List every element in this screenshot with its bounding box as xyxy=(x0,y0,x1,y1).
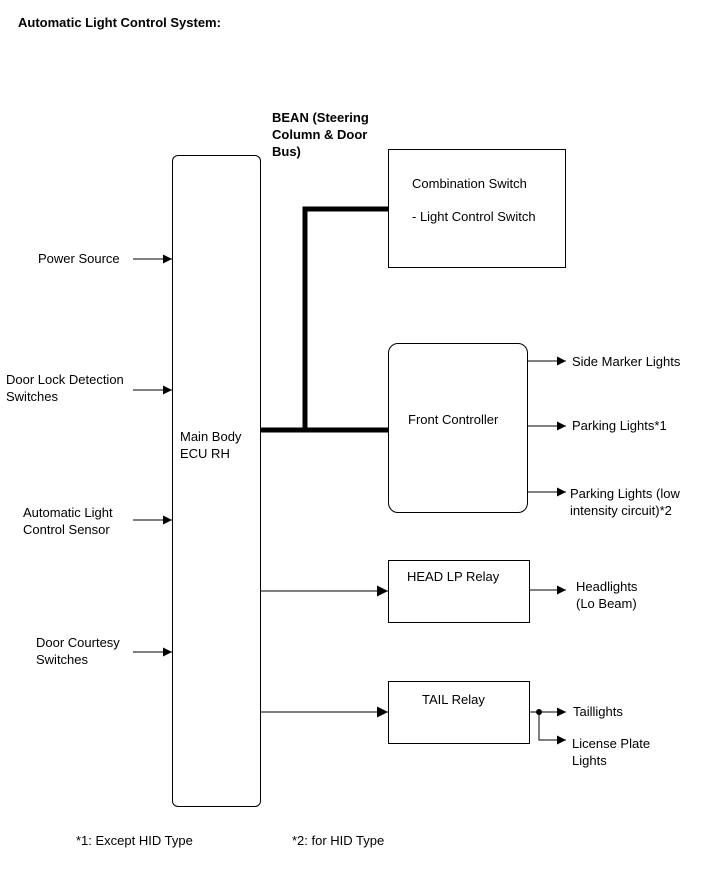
bus-label-line-3: Bus) xyxy=(272,144,301,159)
front-controller-label: Front Controller xyxy=(408,412,499,427)
taillights-label: Taillights xyxy=(573,704,623,719)
license-arrow-line xyxy=(538,712,566,745)
parking-low-label: Parking Lights (low intensity circuit)*2 xyxy=(570,486,680,518)
main-ecu-label: Main Body ECU RH xyxy=(180,429,242,461)
bus-label-line-2: Column & Door xyxy=(272,127,368,142)
front-controller-box: Front Controller xyxy=(388,343,528,513)
bean-bus-branch xyxy=(302,206,388,430)
combination-switch-label: Combination Switch xyxy=(412,176,527,191)
door-courtesy-label: Door Courtesy Switches xyxy=(36,635,120,667)
head-lp-relay-label: HEAD LP Relay xyxy=(407,569,500,584)
page-title: Automatic Light Control System: xyxy=(18,15,221,30)
tail-relay-label: TAIL Relay xyxy=(422,692,485,707)
parking-lights-label: Parking Lights*1 xyxy=(572,418,667,433)
tail-relay-box: TAIL Relay xyxy=(388,681,530,744)
bus-label: BEAN (Steering Column & Door Bus) xyxy=(272,109,369,160)
side-marker-label: Side Marker Lights xyxy=(572,354,681,369)
light-control-switch-label: - Light Control Switch xyxy=(412,209,536,224)
combination-switch-box: Combination Switch - Light Control Switc… xyxy=(388,149,566,268)
power-source-label: Power Source xyxy=(38,251,120,266)
main-body-ecu-box: Main Body ECU RH xyxy=(172,155,261,807)
auto-light-sensor-label: Automatic Light Control Sensor xyxy=(23,505,113,537)
headlights-label: Headlights (Lo Beam) xyxy=(576,579,638,611)
footnote-2: *2: for HID Type xyxy=(292,833,385,848)
bus-label-line-1: BEAN (Steering xyxy=(272,110,369,125)
license-plate-label: License Plate Lights xyxy=(572,736,651,768)
footnote-1: *1: Except HID Type xyxy=(76,833,193,848)
door-lock-label: Door Lock Detection Switches xyxy=(6,372,124,404)
head-lp-relay-box: HEAD LP Relay xyxy=(388,560,530,623)
